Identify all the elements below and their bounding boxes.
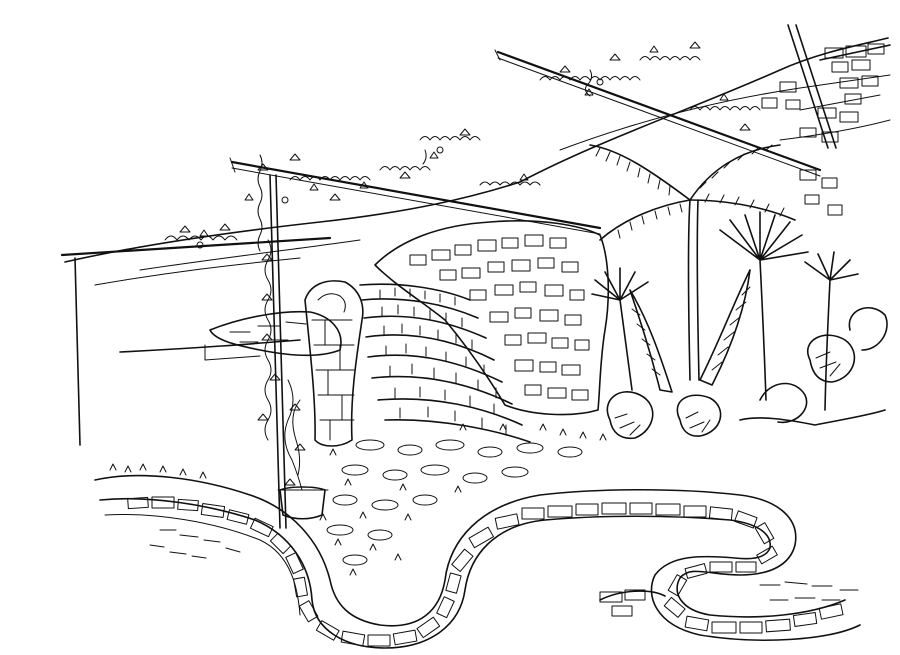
pergola-beam-long (230, 160, 602, 230)
foreground-rocks (109, 463, 859, 601)
tropical-plants (589, 144, 888, 440)
vine-leaves (179, 41, 751, 486)
pergola-post-rear (787, 24, 829, 149)
upper-stone-wall (761, 43, 885, 216)
pergola-post-left (74, 257, 81, 446)
stone-pillar (304, 280, 364, 447)
pergola-post-front (269, 174, 281, 529)
curved-staircase (359, 283, 531, 443)
stone-terrace-wall (374, 220, 610, 416)
rock-outcrop (209, 310, 342, 357)
stepping-stones (319, 423, 607, 576)
serpentine-stone-border (94, 474, 861, 649)
pergola-beam-upper (496, 50, 822, 172)
pergola-beam-cross (60, 236, 332, 257)
background-hills (64, 37, 891, 361)
